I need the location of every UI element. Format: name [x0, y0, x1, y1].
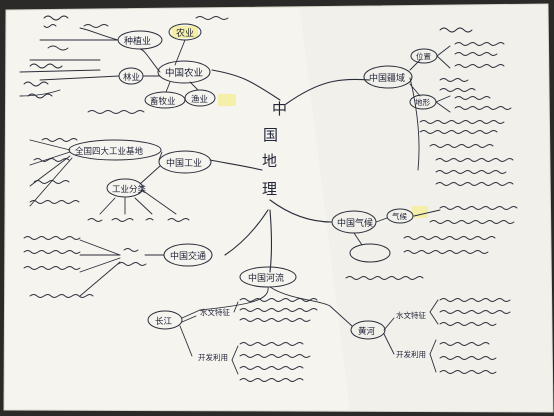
agri-node-planting: 种植业	[124, 35, 151, 47]
territory-sub-terrain: 地形	[415, 97, 430, 107]
transport-title: 中国交通	[170, 250, 206, 262]
industry-branch: 中国工业 全国四大工业基地 工业分类	[29, 138, 212, 222]
main-connectors	[209, 69, 371, 273]
agri-node-farming: 农业	[176, 27, 194, 39]
climate-title: 中国气候	[337, 217, 373, 229]
territory-branch: 中国疆域 位置 地形	[363, 27, 514, 186]
transport-branch: 中国交通	[23, 236, 213, 298]
territory-title: 中国疆域	[369, 72, 405, 84]
center-char-4: 理	[262, 180, 277, 198]
territory-sub-position: 位置	[416, 51, 431, 61]
yellow-develop: 开发利用	[396, 349, 426, 359]
agriculture-branch: 中国农业 农业 种植业 林业 畜牧业 渔业	[19, 15, 236, 114]
center-char-1: 中	[272, 100, 287, 118]
industry-title: 中国工业	[166, 157, 202, 169]
climate-node: 气候	[392, 211, 407, 221]
climate-branch: 中国气候 气候	[331, 206, 518, 280]
center-title: 中 国 地 理	[262, 100, 287, 198]
rivers-title: 中国河流	[248, 272, 284, 284]
yangtze-hydro: 水文特征	[200, 307, 230, 317]
rivers-branch: 中国河流 长江 黄河 水文特征 开发利用 水文特征 开发利用	[147, 266, 511, 382]
agri-node-fishery: 渔业	[191, 94, 208, 105]
agri-node-livestock: 畜牧业	[150, 96, 176, 107]
center-char-3: 地	[262, 152, 277, 170]
industry-node-classify: 工业分类	[112, 184, 147, 195]
rivers-node-yellow: 黄河	[358, 326, 376, 337]
yangtze-develop: 开发利用	[198, 352, 228, 362]
center-char-2: 国	[263, 126, 278, 144]
agri-node-forestry: 林业	[123, 72, 140, 83]
agriculture-title: 中国农业	[165, 67, 203, 79]
industry-node-bases: 全国四大工业基地	[75, 146, 144, 157]
yellow-hydro: 水文特征	[396, 310, 426, 320]
rivers-node-yangtze: 长江	[155, 316, 173, 327]
